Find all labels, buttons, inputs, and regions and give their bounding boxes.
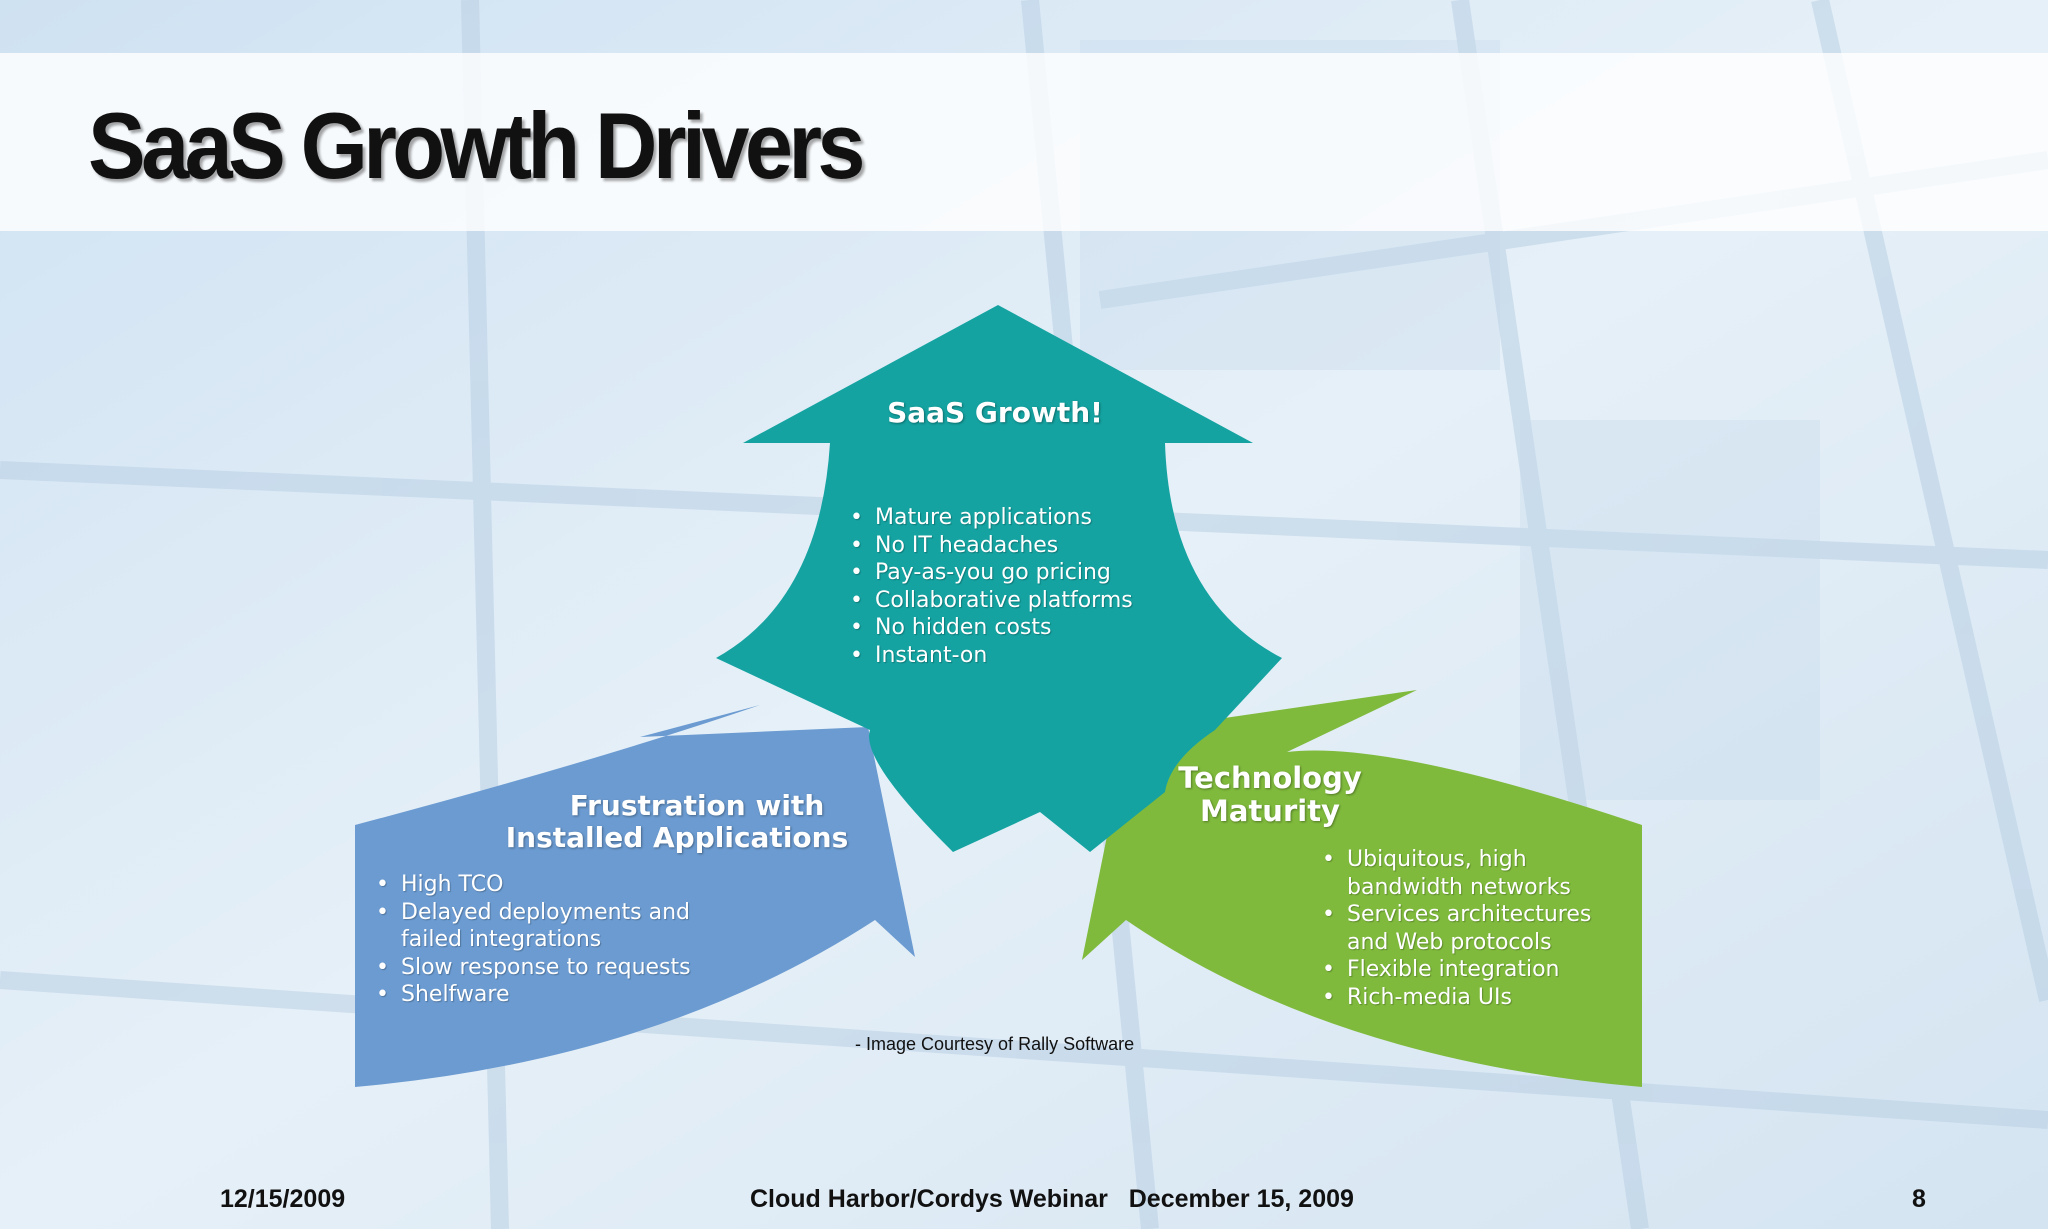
right-arrow-title: Technology Maturity (1140, 761, 1400, 829)
list-item: Delayed deployments and (374, 899, 691, 927)
list-item: No IT headaches (848, 532, 1133, 560)
list-item: and Web protocols (1347, 929, 1552, 955)
slide-title: SaaS Growth Drivers (88, 93, 866, 198)
right-bullet-list: Ubiquitous, high bandwidth networks Serv… (1320, 846, 1591, 1011)
center-bullet-list: Mature applications No IT headaches Pay-… (848, 504, 1133, 669)
center-arrow-title: SaaS Growth! (887, 396, 1103, 429)
list-item: Mature applications (848, 504, 1133, 532)
list-item: Services architectures (1320, 901, 1591, 929)
left-bullet-list: High TCO Delayed deployments and failed … (374, 871, 691, 1009)
left-arrow-title: Frustration with Installed Applications (462, 790, 892, 854)
list-item: No hidden costs (848, 614, 1133, 642)
right-arrow-title-line1: Technology (1178, 761, 1362, 795)
slide-number: 8 (1912, 1185, 1926, 1213)
list-item: High TCO (374, 871, 691, 899)
left-arrow-title-line1: Frustration with (569, 789, 825, 822)
list-item: Ubiquitous, high (1320, 846, 1591, 874)
image-courtesy-caption: - Image Courtesy of Rally Software (855, 1034, 1135, 1054)
title-band (0, 53, 2048, 231)
list-item: Flexible integration (1320, 956, 1591, 984)
list-item: Pay-as-you go pricing (848, 559, 1133, 587)
list-item: Rich-media UIs (1320, 984, 1591, 1012)
list-item: Collaborative platforms (848, 587, 1133, 615)
footer-date: 12/15/2009 (220, 1185, 346, 1213)
right-arrow-title-line2: Maturity (1200, 794, 1340, 829)
footer-event: Cloud Harbor/Cordys Webinar December 15,… (750, 1185, 1354, 1213)
list-item: Instant-on (848, 642, 1133, 670)
list-item: bandwidth networks (1347, 874, 1571, 900)
list-item: Slow response to requests (374, 954, 691, 982)
list-item: failed integrations (401, 927, 602, 952)
list-item: Shelfware (374, 981, 691, 1009)
left-arrow-title-line2: Installed Applications (505, 820, 849, 854)
